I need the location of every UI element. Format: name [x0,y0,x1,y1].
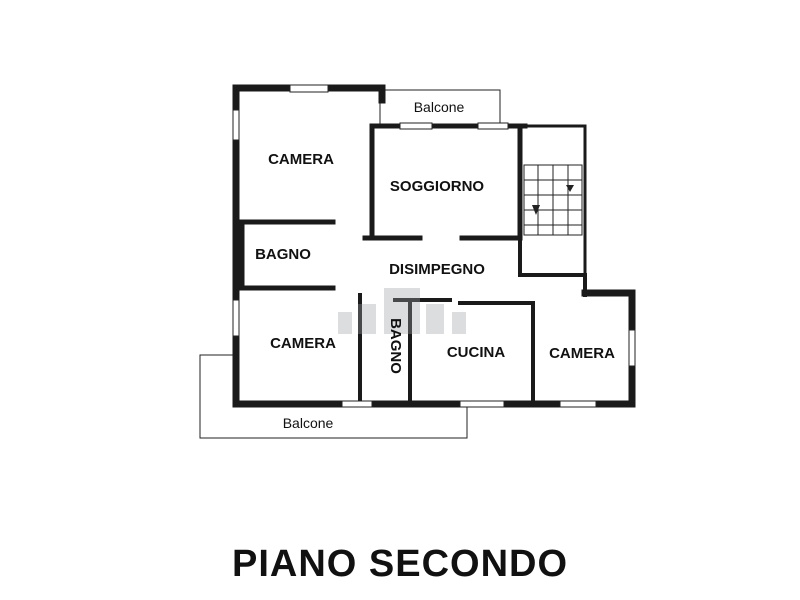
interior-walls [239,123,535,406]
room-label-camera-right: CAMERA [549,345,615,362]
room-label-soggiorno: SOGGIORNO [390,178,485,195]
staircase [523,164,583,236]
outer-walls [232,84,636,408]
room-label-camera-bottom-left: CAMERA [270,335,336,352]
balcony-label-bottom: Balcone [283,415,334,431]
balcony-bottom-outline [199,354,468,439]
watermark-logo [338,288,466,334]
plan-title: PIANO SECONDO [231,543,569,585]
balcony-label-top: Balcone [414,99,465,115]
room-label-camera-top-left: CAMERA [268,151,334,168]
room-label-disimpegno: DISIMPEGNO [389,261,485,278]
room-label-bagno-vertical: BAGNO [387,318,404,374]
windows [232,84,636,408]
room-label-bagno-left: BAGNO [255,246,311,263]
room-label-cucina: CUCINA [447,344,505,361]
